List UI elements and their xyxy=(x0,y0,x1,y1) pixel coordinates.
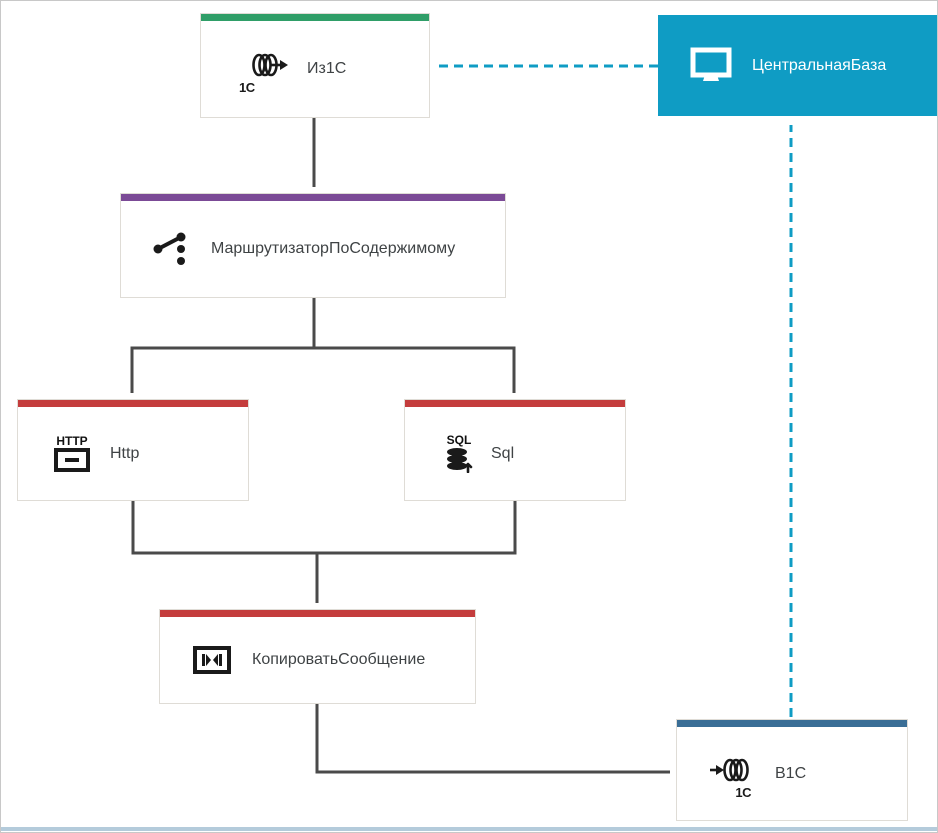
node-sql-accent-bar xyxy=(405,400,625,407)
channel-in-1c-icon: 1С xyxy=(707,752,753,800)
node-copy-message[interactable]: КопироватьСообщение xyxy=(159,609,476,704)
node-sql-label: Sql xyxy=(491,444,515,462)
node-http-accent-bar xyxy=(18,400,248,407)
node-central-base[interactable]: ЦентральнаяБаза xyxy=(658,15,937,116)
http-icon-caption: HTTP xyxy=(56,434,88,448)
node-router[interactable]: МаршрутизаторПоСодержимому xyxy=(120,193,506,298)
node-router-label: МаршрутизаторПоСодержимому xyxy=(211,240,456,257)
node-iz1c-label: Из1С xyxy=(307,60,347,77)
node-v1c-label: В1С xyxy=(775,764,807,782)
node-sql[interactable]: SQL Sql xyxy=(404,399,626,501)
node-copy-message-accent-bar xyxy=(160,610,475,617)
node-v1c[interactable]: 1С В1С xyxy=(676,719,908,821)
bottom-scroll-strip[interactable] xyxy=(1,827,937,831)
sql-icon-caption: SQL xyxy=(446,433,472,447)
node-copy-message-label: КопироватьСообщение xyxy=(252,651,426,668)
sql-icon: SQL xyxy=(443,434,475,473)
node-router-accent-bar xyxy=(121,194,505,201)
copy-message-icon xyxy=(192,645,232,675)
node-http-label: Http xyxy=(110,444,140,462)
icon-1c-caption: 1С xyxy=(239,80,255,95)
content-router-icon xyxy=(151,229,195,269)
node-v1c-accent-bar xyxy=(677,720,907,727)
node-iz1c[interactable]: 1С Из1С xyxy=(200,13,430,118)
node-http[interactable]: HTTP Http xyxy=(17,399,249,501)
node-central-base-label: ЦентральнаяБаза xyxy=(752,56,887,74)
http-icon: HTTP xyxy=(52,435,92,472)
node-iz1c-accent-bar xyxy=(201,14,429,21)
edge-copy-to-v1c[interactable] xyxy=(315,704,670,774)
monitor-icon xyxy=(690,47,732,85)
channel-out-1c-icon: 1С xyxy=(239,47,291,95)
icon-1c-caption: 1С xyxy=(735,784,751,800)
